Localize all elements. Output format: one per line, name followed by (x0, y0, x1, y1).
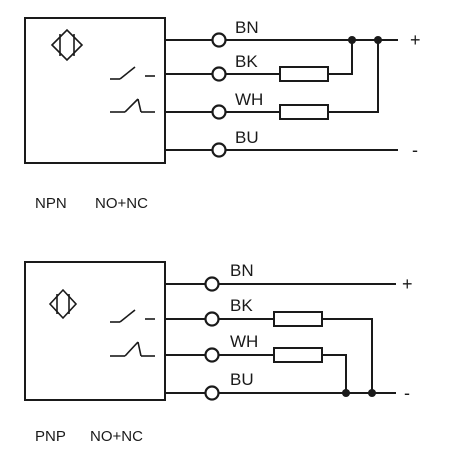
npn-positive-sign: + (410, 30, 421, 50)
pnp-wh-load-wire (322, 354, 347, 393)
npn-wire-label: BU (235, 128, 259, 147)
pnp-bn-terminal (204, 276, 220, 292)
pnp-sensor-housing (24, 261, 166, 401)
npn-junction (348, 36, 356, 44)
npn-nc-switch-icon (110, 98, 155, 113)
npn-caption-type: NPN (35, 195, 67, 212)
pnp-nc-switch-icon (110, 341, 155, 357)
npn-wire-label: BK (235, 52, 258, 71)
npn-diagram: BN BK WH BU + - NPN NO+NC (24, 17, 421, 212)
pnp-positive-sign: + (402, 274, 413, 294)
pnp-wire-label: BN (230, 261, 254, 280)
npn-bk-load-wire (328, 40, 353, 75)
npn-negative-sign: - (412, 140, 418, 160)
npn-wire-label: WH (235, 90, 263, 109)
pnp-wire-label: BK (230, 296, 253, 315)
npn-bn-terminal (211, 32, 227, 48)
pnp-negative-sign: - (404, 383, 410, 403)
pnp-bu-terminal (204, 385, 220, 401)
npn-no-switch-icon (110, 66, 155, 80)
pnp-wh-terminal (204, 347, 220, 363)
pnp-junction (342, 389, 350, 397)
npn-junction (374, 36, 382, 44)
npn-bk-resistor (279, 66, 329, 82)
pnp-diagram: BN BK WH BU + - PNP NO+NC (24, 261, 413, 445)
npn-wire-label: BN (235, 18, 259, 37)
npn-bu-terminal (211, 142, 227, 158)
npn-wh-terminal (211, 104, 227, 120)
pnp-sensor-symbol-icon (48, 288, 78, 320)
pnp-bk-terminal (204, 311, 220, 327)
pnp-no-switch-icon (110, 309, 155, 323)
npn-caption-mode: NO+NC (95, 195, 148, 212)
pnp-wh-resistor (273, 347, 323, 363)
npn-sensor-symbol-icon (50, 28, 84, 62)
pnp-wire-label: WH (230, 332, 258, 351)
pnp-bk-resistor (273, 311, 323, 327)
npn-wh-load-wire (328, 40, 379, 113)
pnp-bk-load-wire (322, 318, 373, 393)
pnp-wire-label: BU (230, 370, 254, 389)
pnp-junction (368, 389, 376, 397)
npn-bk-terminal (211, 66, 227, 82)
npn-wh-resistor (279, 104, 329, 120)
pnp-caption-mode: NO+NC (90, 428, 143, 445)
npn-sensor-housing (24, 17, 166, 164)
pnp-caption-type: PNP (35, 428, 66, 445)
